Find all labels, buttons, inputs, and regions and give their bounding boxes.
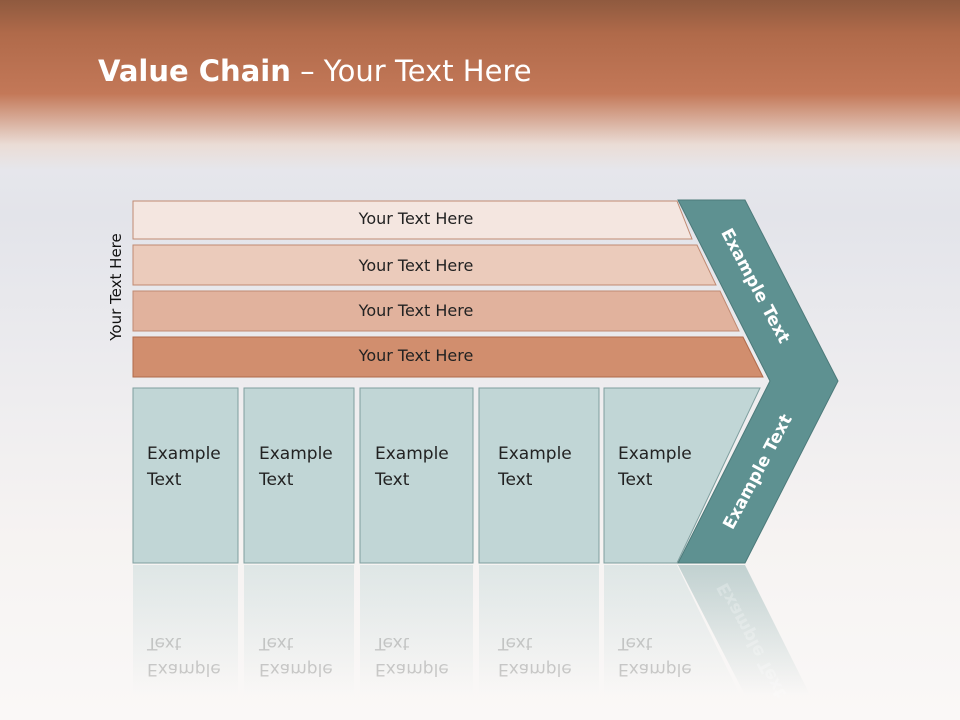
primary-cell-2[interactable] <box>243 387 355 564</box>
title-band <box>0 0 960 170</box>
support-row-3[interactable] <box>132 290 740 332</box>
support-row-4-label: Your Text Here <box>358 346 474 365</box>
primary-cell-3[interactable] <box>359 387 474 564</box>
support-row-2-label: Your Text Here <box>358 256 474 275</box>
margin-chevron[interactable] <box>677 199 839 564</box>
support-row-1[interactable] <box>132 200 693 240</box>
support-row-3-label: Your Text Here <box>358 301 474 320</box>
primary-cell-1[interactable] <box>132 387 239 564</box>
title-bold: Value Chain <box>98 54 291 88</box>
support-row-1-label: Your Text Here <box>358 209 474 228</box>
support-row-2[interactable] <box>132 244 717 286</box>
reflection <box>133 565 810 695</box>
primary-cell-5[interactable] <box>603 387 761 564</box>
support-row-4[interactable] <box>132 336 764 378</box>
slide-title[interactable]: Value Chain – Your Text Here <box>98 54 532 88</box>
title-rest: – Your Text Here <box>290 54 532 88</box>
primary-cell-4[interactable] <box>478 387 600 564</box>
